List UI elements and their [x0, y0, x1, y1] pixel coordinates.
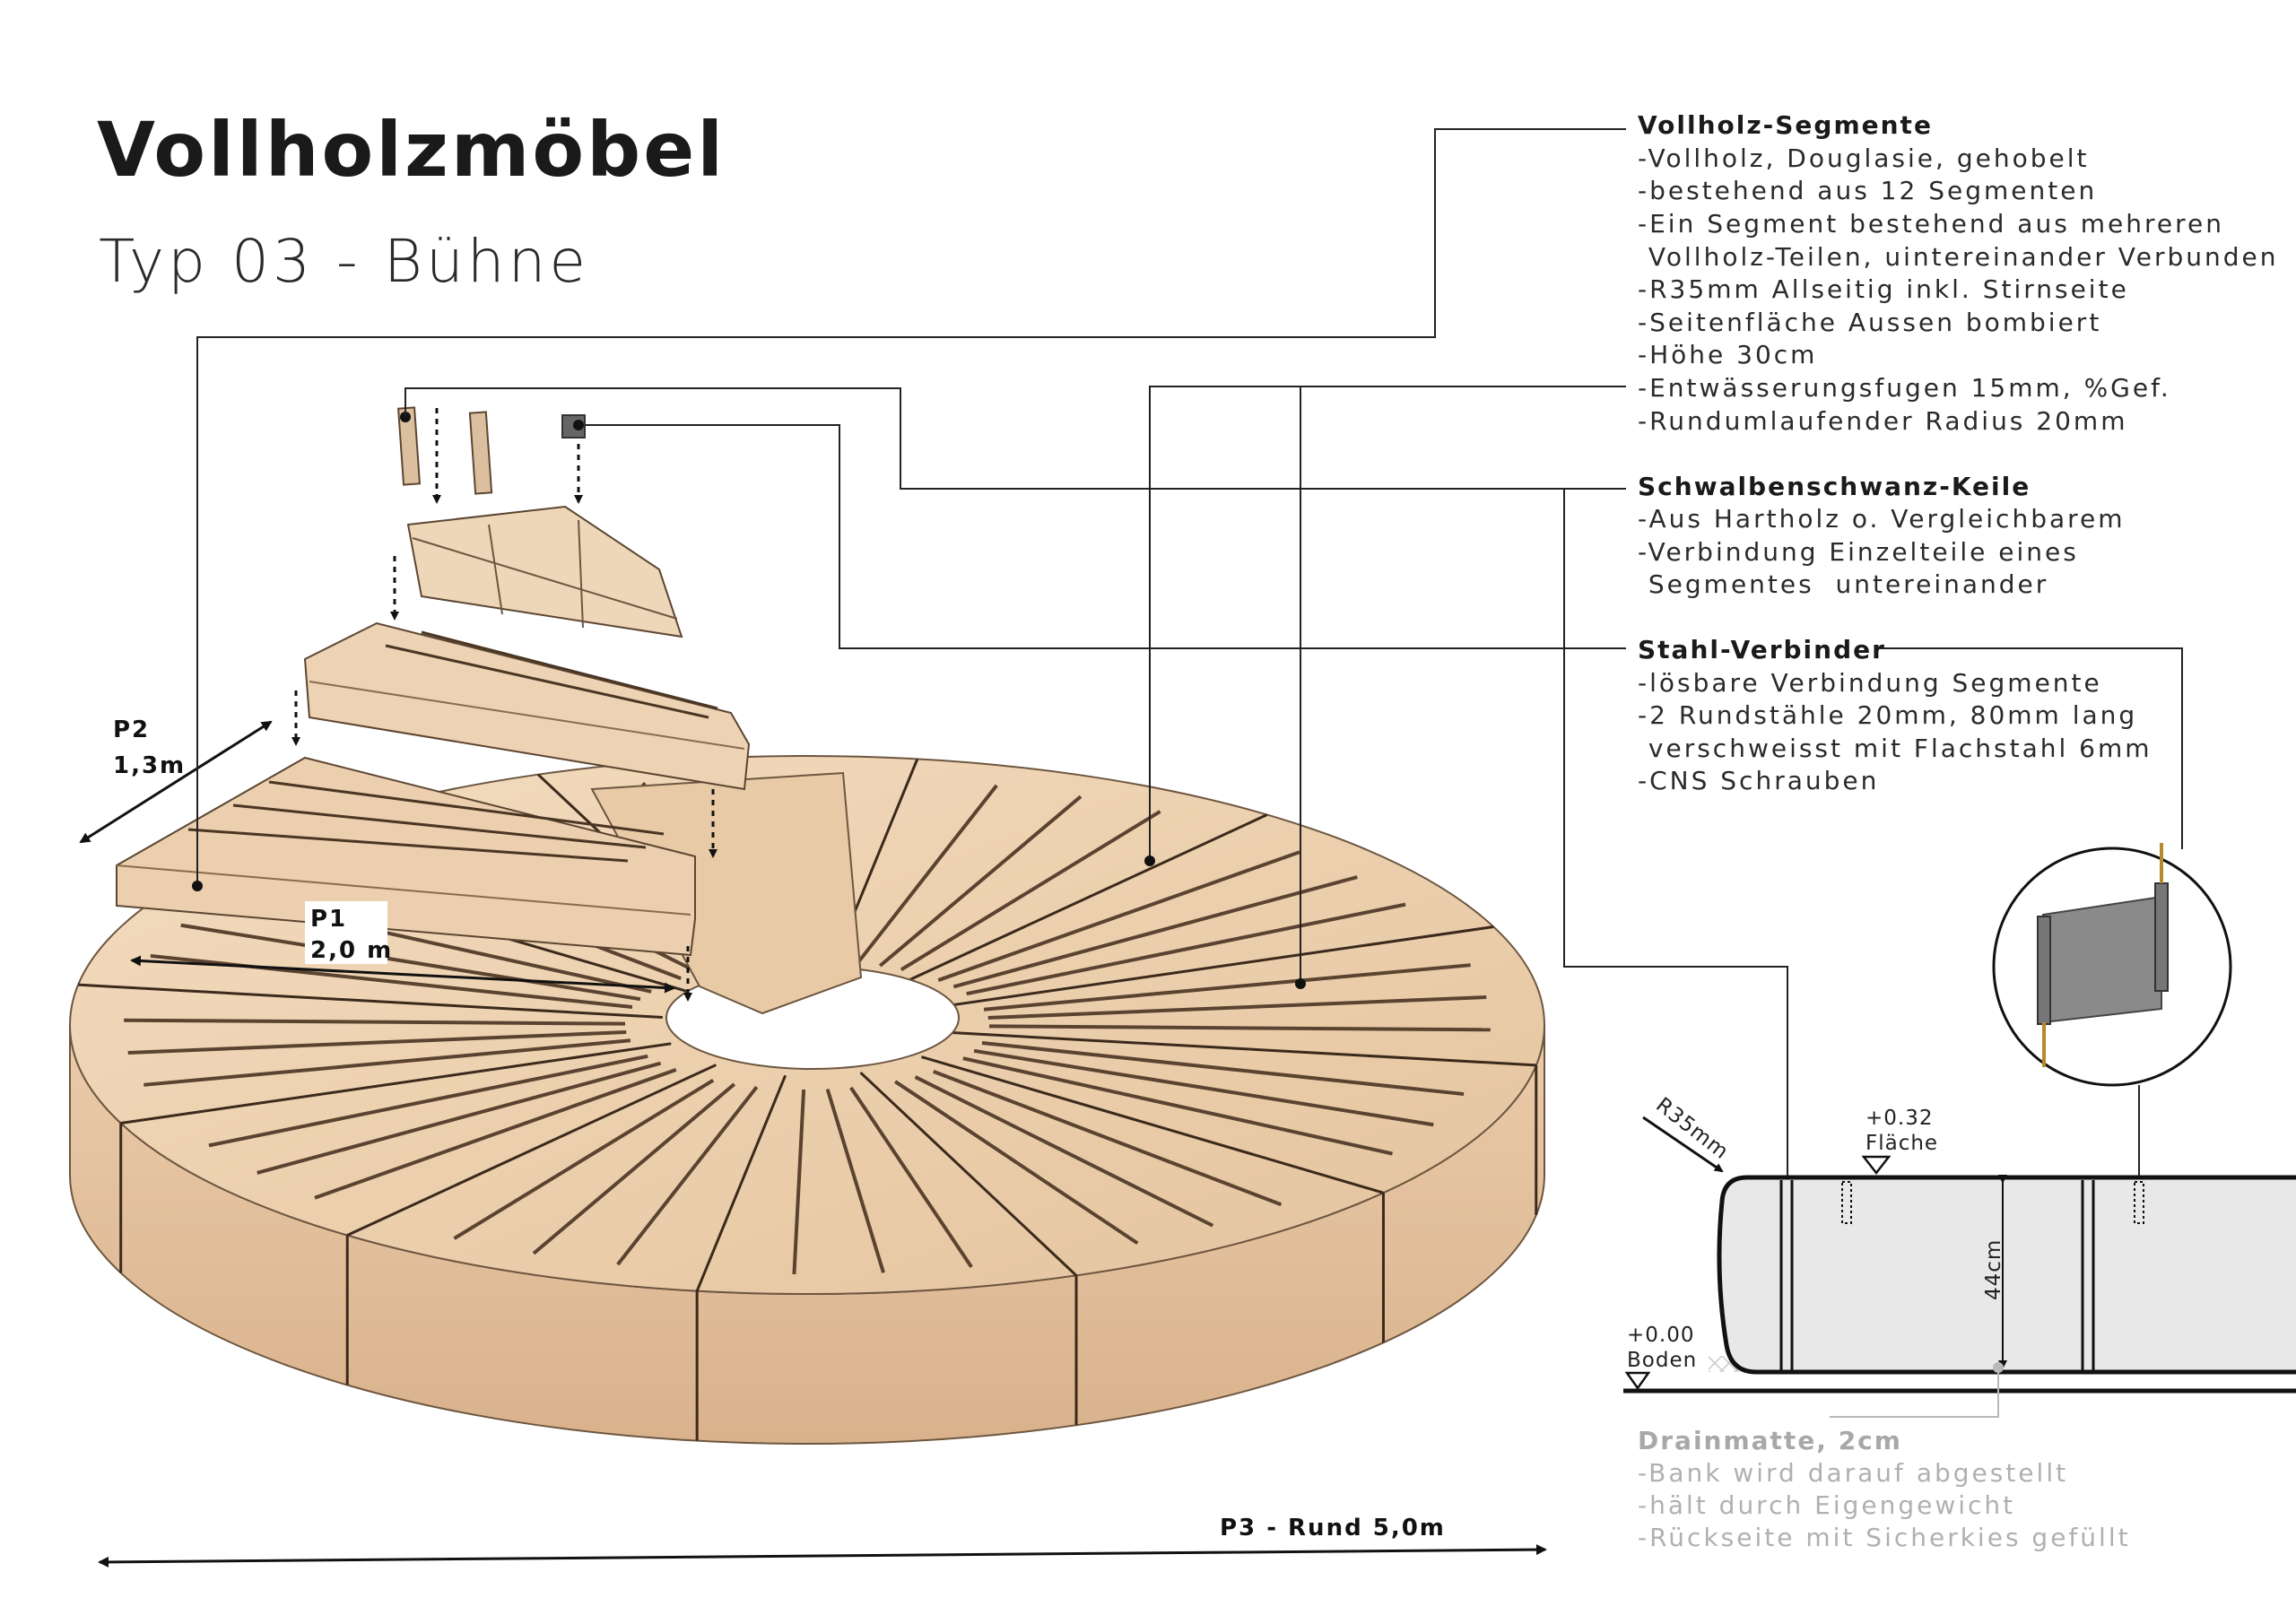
drainage-slot — [849, 1086, 973, 1268]
spec-line: -Bank wird darauf abgestellt — [1638, 1458, 2068, 1488]
drainage-slot — [981, 1040, 1465, 1097]
p2-label: P2 — [113, 716, 150, 743]
spec-line: -Aus Hartholz o. Vergleichbarem — [1638, 504, 2126, 534]
p1-label: P1 — [310, 906, 347, 933]
drainage-slot — [127, 1030, 627, 1055]
dimension-p3: P3 - Rund 5,0m — [98, 1515, 1547, 1568]
spec-line: verschweisst mit Flachstahl 6mm — [1638, 734, 2152, 763]
spec-stahl-verbinder: Stahl-Verbinder -lösbare Verbindung Segm… — [1638, 635, 2152, 795]
page-title: Vollholzmöbel — [97, 106, 726, 194]
drainage-slot — [144, 1038, 631, 1087]
spec-line: -Höhe 30cm — [1638, 340, 1817, 369]
section-height-label: 44cm — [1982, 1239, 2005, 1300]
spec-line: -Verbindung Einzelteile eines — [1638, 537, 2079, 567]
drainage-slot — [878, 795, 1083, 968]
segment-joint — [898, 813, 1268, 986]
drainage-slot — [856, 784, 998, 965]
drainage-slot — [532, 1082, 736, 1255]
drainage-slot — [988, 1024, 1491, 1032]
drainage-slot — [937, 850, 1300, 982]
dimension-p2: P2 1,3m — [79, 716, 273, 844]
drainage-slot — [962, 1056, 1393, 1156]
dimension-p1: P1 2,0 m — [130, 901, 675, 994]
top-level-value: +0.32 — [1866, 1107, 1933, 1130]
spec-heading: Drainmatte, 2cm — [1638, 1426, 1902, 1455]
spec-line: -Seitenfläche Aussen bombiert — [1638, 308, 2101, 337]
drainage-slot — [987, 994, 1487, 1020]
spec-line: -Vollholz, Douglasie, gehobelt — [1638, 143, 2089, 173]
spec-heading: Schwalbenschwanz-Keile — [1638, 472, 2031, 501]
ground-level-value: +0.00 — [1627, 1324, 1694, 1347]
p3-label: P3 - Rund 5,0m — [1220, 1515, 1446, 1541]
spec-line: -Ein Segment bestehend aus mehreren — [1638, 209, 2224, 239]
spec-heading: Stahl-Verbinder — [1638, 635, 1886, 664]
page-subtitle: Typ 03 - Bühne — [99, 227, 589, 296]
dovetail-wedge-1 — [397, 406, 422, 486]
spec-line: -R35mm Allseitig inkl. Stirnseite — [1638, 274, 2129, 304]
drainage-slot — [453, 1078, 715, 1240]
level-marker-ground — [1624, 1371, 1651, 1391]
p2-value: 1,3m — [113, 752, 186, 779]
drainage-slot — [973, 1048, 1434, 1127]
spec-drainmatte: Drainmatte, 2cm -Bank wird darauf abgest… — [1638, 1426, 2131, 1552]
bench-section — [1717, 1175, 2296, 1375]
drainage-slot — [966, 902, 1406, 996]
drainage-slot — [914, 1075, 1214, 1228]
segment-joint — [920, 1055, 1384, 1194]
spec-line: -2 Rundstähle 20mm, 80mm lang — [1638, 700, 2137, 730]
spec-vollholz-segmente: Vollholz-Segmente -Vollholz, Douglasie, … — [1638, 110, 2279, 436]
spec-line: Segmentes untereinander — [1638, 569, 2048, 599]
spec-heading: Vollholz-Segmente — [1638, 110, 1933, 140]
drainage-slot — [792, 1089, 806, 1275]
segment-joint — [952, 1031, 1536, 1067]
segment-joint — [859, 1071, 1078, 1277]
segment-joint — [120, 1042, 672, 1125]
leader-lines — [192, 128, 2183, 1243]
drainage-slot — [616, 1085, 759, 1266]
drainage-slot — [983, 963, 1471, 1012]
spec-line: -lösbare Verbindung Segmente — [1638, 668, 2102, 698]
drainage-slot — [314, 1068, 677, 1200]
spec-line: -bestehend aus 12 Segmenten — [1638, 176, 2097, 205]
spec-line: -Rundumlaufender Radius 20mm — [1638, 406, 2127, 436]
drainage-slot — [933, 1070, 1283, 1207]
segment-piece-top — [406, 505, 683, 638]
drainage-slot — [208, 1054, 648, 1148]
drainage-slot — [825, 1088, 885, 1273]
steel-connector-detail — [1992, 843, 2232, 1087]
p1-value: 2,0 m — [310, 937, 393, 964]
dovetail-wedge-2 — [468, 411, 493, 495]
section-radius-label: R35mm — [1651, 1093, 1733, 1164]
spec-line: -hält durch Eigengewicht — [1638, 1490, 2015, 1520]
drainage-slot — [894, 1080, 1139, 1246]
spec-line: Vollholz-Teilen, uintereinander Verbunde… — [1638, 242, 2279, 272]
spec-line: -Entwässerungsfugen 15mm, %Gef. — [1638, 373, 2171, 403]
segment-joint — [695, 1074, 787, 1292]
drainage-slot — [952, 875, 1358, 989]
level-marker-top — [1861, 1155, 1892, 1176]
section-drawing: 44cm R35mm +0.32 Fläche +0.00 Boden — [1623, 1093, 2296, 1418]
drainage-slot — [124, 1018, 626, 1026]
spec-line: -Rückseite mit Sicherkies gefüllt — [1638, 1523, 2131, 1552]
ground-level-label: Boden — [1627, 1349, 1697, 1372]
drainage-slot — [900, 810, 1161, 972]
segment-joint — [943, 925, 1494, 1008]
spec-line: -CNS Schrauben — [1638, 766, 1879, 795]
spec-schwalbenschwanz-keile: Schwalbenschwanz-Keile -Aus Hartholz o. … — [1638, 472, 2126, 599]
top-level-label: Fläche — [1866, 1132, 1938, 1155]
segment-joint — [346, 1064, 717, 1237]
segment-piece-middle — [303, 621, 751, 791]
drainage-slot — [257, 1061, 662, 1175]
